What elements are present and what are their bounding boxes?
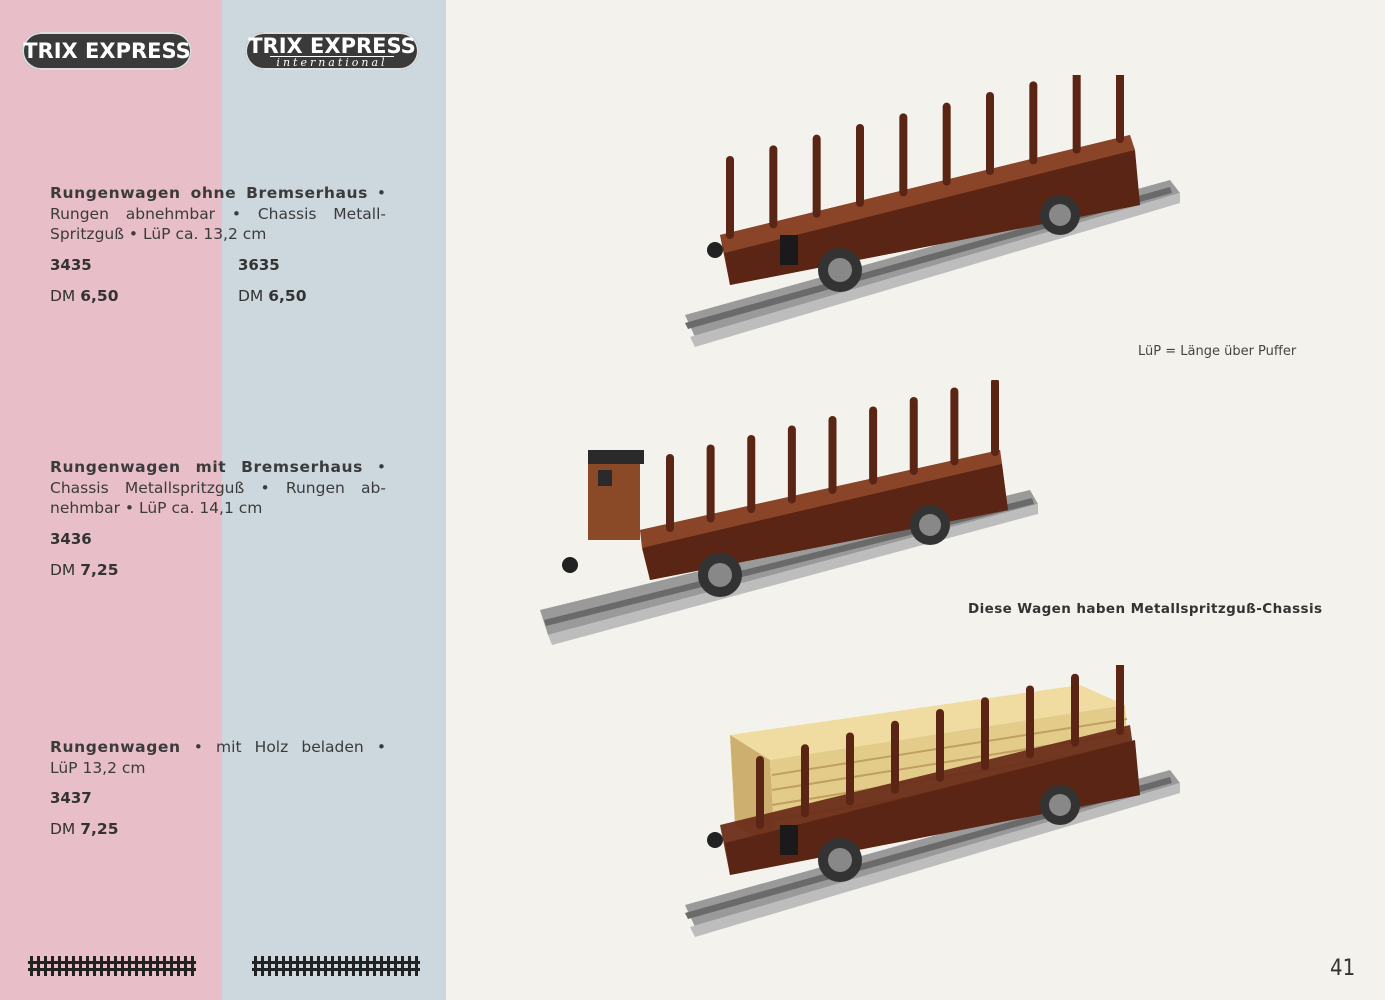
- product-description-3437: Rungenwagen • mit Holz beladen • LüP 13,…: [50, 737, 386, 778]
- price-value: 7,25: [80, 820, 119, 838]
- price: DM 7,25: [50, 820, 119, 838]
- chassis-note: Diese Wagen haben Metallspritzguß-Chassi…: [968, 601, 1323, 617]
- page-number: 41: [1330, 956, 1356, 981]
- wagon-3437-image: [685, 665, 1180, 937]
- bullet: •: [376, 458, 386, 476]
- article-number: 3436: [50, 530, 92, 548]
- product-line: • mit Holz beladen •: [193, 738, 386, 756]
- product-line: LüP 13,2 cm: [50, 758, 146, 777]
- track-icon: [28, 956, 196, 976]
- trix-express-international-logo: TRIX EXPRESS international: [245, 32, 419, 70]
- logo-subtitle: international: [270, 56, 394, 68]
- price: DM 7,25: [50, 561, 119, 579]
- logo-text: TRIX EXPRESS: [23, 39, 191, 63]
- product-heading: Rungenwagen mit Bremserhaus: [50, 458, 363, 476]
- price-value: 6,50: [80, 287, 119, 305]
- price-value: 6,50: [268, 287, 307, 305]
- price: DM 6,50: [50, 287, 119, 305]
- product-description-3435: Rungenwagen ohne Bremserhaus • Rungen ab…: [50, 183, 386, 245]
- product-line: Rungen abnehmbar • Chassis Metall-: [50, 204, 386, 223]
- currency: DM: [50, 820, 76, 838]
- product-line: Spritzguß • LüP ca. 13,2 cm: [50, 225, 267, 243]
- product-line: nehmbar • LüP ca. 14,1 cm: [50, 499, 263, 517]
- currency: DM: [50, 561, 76, 579]
- bullet: •: [376, 184, 386, 202]
- article-number: 3437: [50, 789, 92, 807]
- currency: DM: [238, 287, 264, 305]
- wagon-3436-image: [540, 380, 1038, 645]
- article-number: 3635: [238, 256, 280, 274]
- track-icon: [252, 956, 420, 976]
- product-heading: Rungenwagen ohne Bremserhaus: [50, 184, 368, 202]
- product-line: Chassis Metallspritzguß • Rungen ab-: [50, 478, 386, 497]
- article-number: 3435: [50, 256, 92, 274]
- product-heading: Rungenwagen: [50, 738, 181, 756]
- trix-express-column: [0, 0, 222, 1000]
- wagon-3435-image: [685, 75, 1180, 347]
- price: DM 6,50: [238, 287, 307, 305]
- trix-international-column: [222, 0, 446, 1000]
- lup-legend: LüP = Länge über Puffer: [1138, 344, 1297, 359]
- currency: DM: [50, 287, 76, 305]
- logo-text: TRIX EXPRESS: [248, 34, 416, 58]
- product-description-3436: Rungenwagen mit Bremserhaus • Chassis Me…: [50, 457, 386, 519]
- price-value: 7,25: [80, 561, 119, 579]
- trix-express-logo: TRIX EXPRESS: [22, 32, 192, 70]
